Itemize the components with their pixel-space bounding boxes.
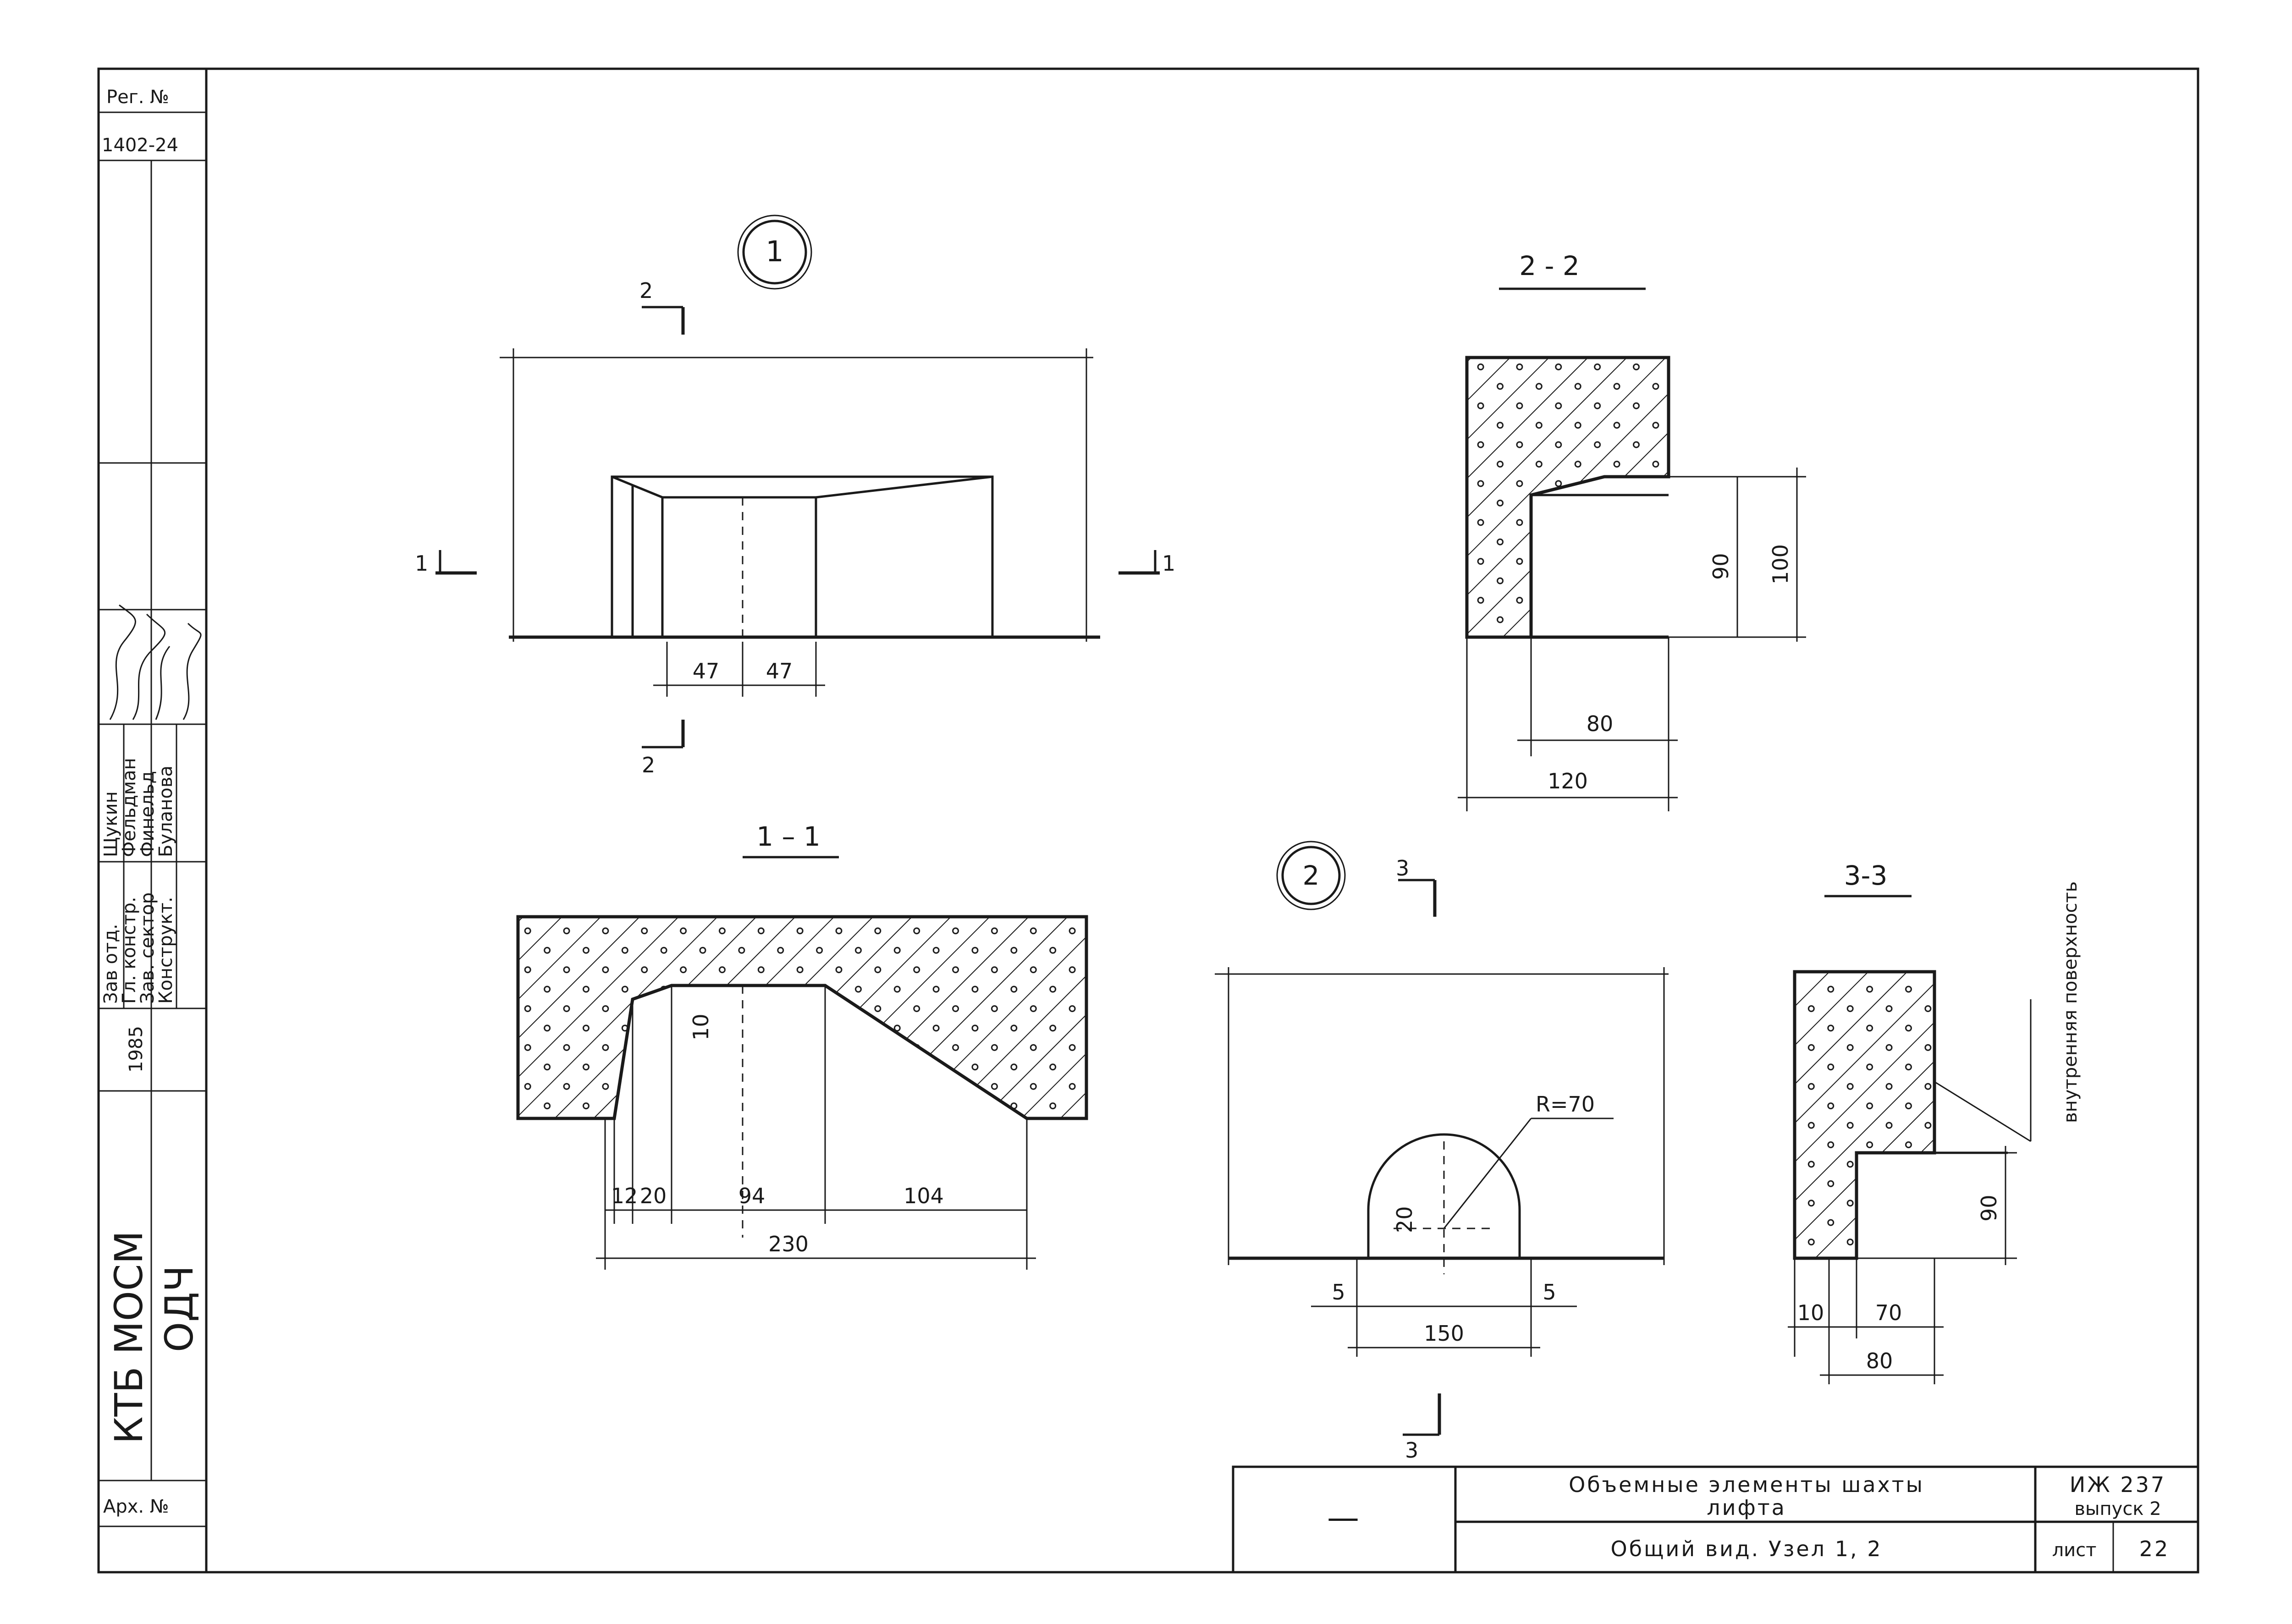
doc-code: ИЖ 237 bbox=[2070, 1472, 2166, 1497]
year: 1985 bbox=[126, 1026, 147, 1073]
name-2: Фельдман bbox=[119, 758, 140, 857]
cut-1-right: 1 bbox=[1118, 550, 1175, 576]
reg-number: 1402-24 bbox=[102, 135, 178, 156]
sheet-frame bbox=[97, 67, 2199, 1574]
s11-dim-12: 12 bbox=[611, 1184, 638, 1208]
title-line1: Объемные элементы шахты bbox=[1569, 1472, 1924, 1497]
dept-name: ОДЧ bbox=[157, 1266, 202, 1352]
s11-dim-230: 230 bbox=[768, 1232, 809, 1256]
s22-dim-120: 120 bbox=[1548, 769, 1588, 793]
section-2-2-title: 2 - 2 bbox=[1519, 250, 1580, 281]
node2-marker: 2 bbox=[1276, 841, 1346, 910]
s33-dim-80: 80 bbox=[1866, 1349, 1893, 1373]
cut-2-bottom: 2 bbox=[642, 720, 685, 777]
name-1: Щукин bbox=[100, 791, 121, 857]
section-3-3: 3-3 внутренняя поверхность 90 10 70 80 bbox=[1788, 860, 2081, 1384]
section-1-1-concrete bbox=[516, 915, 1088, 1120]
s11-dim-20: 20 bbox=[640, 1184, 667, 1208]
title-block: — Объемные элементы шахты лифта Общий ви… bbox=[1232, 1465, 2199, 1574]
title-line3: Общий вид. Узел 1, 2 bbox=[1611, 1536, 1883, 1561]
section-1-1: 1 – 1 12 20 94 104 230 10 bbox=[516, 821, 1088, 1270]
section-3-3-concrete bbox=[1793, 970, 1936, 1260]
node1-marker: 1 bbox=[737, 215, 812, 290]
cut-1-right-label: 1 bbox=[1162, 551, 1175, 576]
role-3: Зав. сектор bbox=[137, 892, 158, 1004]
node1-dim-47-left: 47 bbox=[693, 659, 720, 683]
org-name: КТБ МОСМ bbox=[106, 1231, 151, 1444]
node2-radius: R=70 bbox=[1536, 1092, 1595, 1117]
cut-3-bottom: 3 bbox=[1403, 1393, 1441, 1463]
s11-dim-10: 10 bbox=[689, 1013, 713, 1040]
node2-dim-150: 150 bbox=[1424, 1321, 1464, 1346]
node2-arch bbox=[1367, 1133, 1521, 1258]
s11-dim-104: 104 bbox=[904, 1184, 944, 1208]
section-3-3-title: 3-3 bbox=[1844, 860, 1888, 891]
sheet-label: лист bbox=[2052, 1540, 2097, 1561]
title-line2: лифта bbox=[1707, 1495, 1786, 1520]
cut-3-bottom-label: 3 bbox=[1405, 1438, 1418, 1463]
node1-view: 1 2 2 1 1 bbox=[415, 215, 1175, 777]
left-stamp: Рег. № 1402-24 Зав отд. Гл. констр. Зав.… bbox=[99, 87, 206, 1527]
s33-dim-90: 90 bbox=[1977, 1195, 2001, 1222]
node1-dim-47-right: 47 bbox=[766, 659, 793, 683]
s33-dim-10: 10 bbox=[1797, 1300, 1824, 1325]
cut-2-top-label: 2 bbox=[639, 278, 653, 303]
cut-3-top-label: 3 bbox=[1396, 856, 1409, 881]
node2-dim-5-left: 5 bbox=[1332, 1280, 1345, 1305]
role-4: Конструкт. bbox=[155, 897, 176, 1004]
s22-dim-90: 90 bbox=[1708, 553, 1733, 580]
cut-3-top: 3 bbox=[1396, 856, 1437, 917]
doc-issue: выпуск 2 bbox=[2074, 1498, 2161, 1519]
section-2-2: 2 - 2 90 100 80 120 bbox=[1458, 250, 1806, 811]
node2-dim-20: 20 bbox=[1392, 1206, 1417, 1233]
role-1: Зав отд. bbox=[100, 924, 121, 1004]
reg-label: Рег. № bbox=[106, 87, 169, 108]
signatures bbox=[109, 604, 202, 720]
s22-dim-80: 80 bbox=[1587, 711, 1614, 736]
node2-view: 2 3 3 R=70 20 5 5 150 bbox=[1215, 841, 1669, 1463]
node2-dim-5-right: 5 bbox=[1543, 1280, 1556, 1305]
cut-2-top: 2 bbox=[639, 278, 685, 335]
sheet-number: 22 bbox=[2139, 1536, 2170, 1561]
node2-number: 2 bbox=[1303, 860, 1320, 891]
title-dash: — bbox=[1327, 1499, 1359, 1536]
s22-dim-100: 100 bbox=[1768, 544, 1793, 584]
s33-dim-70: 70 bbox=[1875, 1300, 1902, 1325]
name-3: Финельд bbox=[137, 771, 158, 857]
section-1-1-title: 1 – 1 bbox=[756, 821, 821, 852]
cut-1-left-label: 1 bbox=[415, 551, 428, 576]
arch-label: Арх. № bbox=[103, 1496, 169, 1517]
cut-1-left: 1 bbox=[415, 550, 477, 576]
s33-note: внутренняя поверхность bbox=[2060, 881, 2081, 1123]
role-2: Гл. констр. bbox=[119, 897, 140, 1004]
s11-dim-94: 94 bbox=[738, 1184, 766, 1208]
cut-2-bottom-label: 2 bbox=[642, 753, 655, 777]
section-2-2-concrete bbox=[1465, 356, 1670, 639]
name-4: Буланова bbox=[155, 765, 176, 857]
node1-number: 1 bbox=[766, 235, 783, 268]
